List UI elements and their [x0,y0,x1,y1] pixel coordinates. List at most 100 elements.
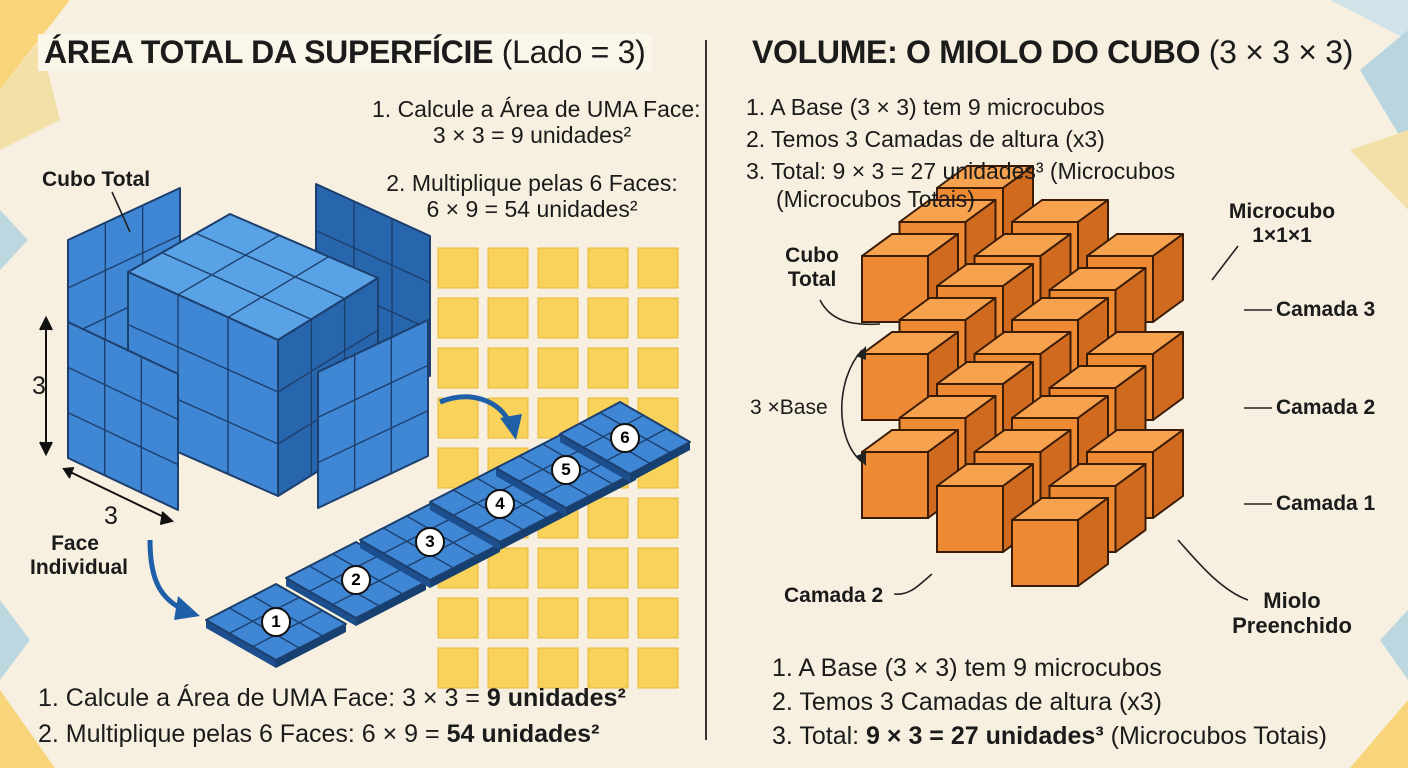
orange-microcube-stack [861,165,1184,587]
right-bottom-step3-bold: 9 × 3 = 27 unidades³ [866,722,1104,750]
right-top-step1: 1. A Base (3 × 3) tem 9 microcubos [746,94,1105,120]
leader-miolo [1177,539,1249,601]
face-number-badge: 5 [551,455,581,485]
back-right-panel-gridline [315,230,431,284]
dimension-horizontal-label: 3 [104,502,118,530]
label-cubo-total-right: Cubo Total [772,244,852,292]
label-miolo-line1: Miolo [1263,588,1321,613]
yellow-unit-square [487,647,529,689]
base-arrowhead-bottom [856,452,866,466]
cube-top-face-gridline [177,234,280,296]
yellow-unit-square [437,347,479,389]
horizontal-arrowhead-right [159,511,175,525]
left-top-step1: 1. Calcule a Área de UMA Face: 3 × 3 = 9… [372,96,701,149]
cube-top-face-gridline [227,256,330,318]
yellow-unit-square [637,247,679,289]
label-cubo-line1: Cubo [785,244,839,267]
yellow-unit-square [637,547,679,589]
face-edge [276,624,346,668]
label-camada-2-left: Camada 2 [784,584,884,607]
curved-arrows [147,394,522,620]
left-bottom-step2: 2. Multiplique pelas 6 Faces: 6 × 9 = 54… [38,720,599,749]
cube-right-face-gridline [277,329,379,393]
face-edge [356,582,426,626]
front-left-panel-gridline [67,412,179,466]
yellow-unit-square [587,547,629,589]
microcube-front [861,451,929,519]
right-bottom-step3: 3. Total: 9 × 3 = 27 unidades³ (Microcub… [772,722,1327,751]
face-number-badge: 1 [261,607,291,637]
label-microcubo-line2: 1×1×1 [1252,224,1312,248]
left-bottom-step1-prefix: 1. Calcule a Área de UMA Face: [38,684,403,712]
curved-arrow-down-head [174,596,200,620]
right-bottom-step2: 2. Temos 3 Camadas de altura (x3) [772,688,1163,716]
yellow-unit-square [487,347,529,389]
yellow-unit-square [537,647,579,689]
base-arrowhead-top [856,346,866,360]
dimension-arrows [39,315,175,525]
cube-top-face-gridline [195,232,345,300]
vertical-arrowhead-top [39,315,53,331]
yellow-unit-square [537,297,579,339]
microcube-front [936,485,1004,553]
face-edge [566,472,636,516]
right-bottom-step1: 1. A Base (3 × 3) tem 9 microcubos [772,654,1162,682]
face-number-badge: 6 [610,423,640,453]
leader-cubo-total-left [111,191,131,233]
vertical-arrowhead-bottom [39,441,53,457]
corner-decoration-bottom-right [1350,610,1408,768]
left-title-light: (Lado = 3) [501,34,646,70]
dimension-vertical-label: 3 [32,372,46,400]
microcube-l1-r3-c3 [1011,497,1109,587]
left-top-step1-line1: 1. Calcule a Área de UMA Face: [372,96,701,122]
cube-top-face-gridline [161,252,312,320]
yellow-unit-square [437,397,479,439]
yellow-unit-square [637,647,679,689]
face-edge [630,442,690,482]
yellow-unit-square [637,597,679,639]
microcube-front [1011,519,1079,587]
left-panel-title: ÁREA TOTAL DA SUPERFÍCIE (Lado = 3) [38,34,652,71]
left-bottom-step1: 1. Calcule a Área de UMA Face: 3 × 3 = 9… [38,684,626,713]
yellow-unit-square [487,297,529,339]
right-title-light: (3 × 3 × 3) [1208,34,1354,70]
leader-cubo-total-right [819,299,881,326]
yellow-unit-square [437,247,479,289]
horizontal-dimension-line [65,469,171,521]
yellow-unit-square [487,247,529,289]
label-microcubo: Microcubo 1×1×1 [1222,200,1342,248]
right-bottom-step3-prefix: 3. Total: [772,722,867,750]
face-edge [360,540,430,588]
label-cubo-line2: Total [787,268,837,292]
left-bottom-step2-prefix: 2. Multiplique pelas 6 Faces: [38,720,362,748]
left-bottom-step2-result: 54 unidades² [446,720,600,748]
label-microcubo-line1: Microcubo [1228,200,1336,223]
base-curve-arrow [840,349,863,463]
yellow-unit-square [537,547,579,589]
yellow-unit-square [587,297,629,339]
front-right-panel-gridline [317,364,429,418]
yellow-unit-square [587,597,629,639]
face-number-badge: 2 [341,565,371,595]
microcube-l1-r3-c2 [936,463,1034,553]
corner-decoration-bottom-left [0,600,55,768]
front-right-panel-gridline [317,410,429,464]
left-bottom-step1-result: 9 unidades² [486,684,626,712]
microcube-l1-r3-c1 [861,429,959,519]
yellow-unit-square [487,597,529,639]
horizontal-arrowhead-left [62,467,75,479]
label-cubo-total-left: Cubo Total [42,168,151,191]
face-edge [560,434,630,482]
yellow-unit-square [537,347,579,389]
yellow-unit-square [637,497,679,539]
corner-decoration-top-right [1330,0,1408,210]
face-edge [500,506,570,550]
cube-front-face-gridline [127,324,279,393]
label-face-line2: Individual [30,556,129,580]
yellow-unit-square [437,597,479,639]
face-edge [206,620,276,668]
label-3x-base: 3 ×Base [750,396,828,419]
left-bottom-step1-expr: 3 × 3 = [402,684,487,712]
yellow-unit-square [587,497,629,539]
